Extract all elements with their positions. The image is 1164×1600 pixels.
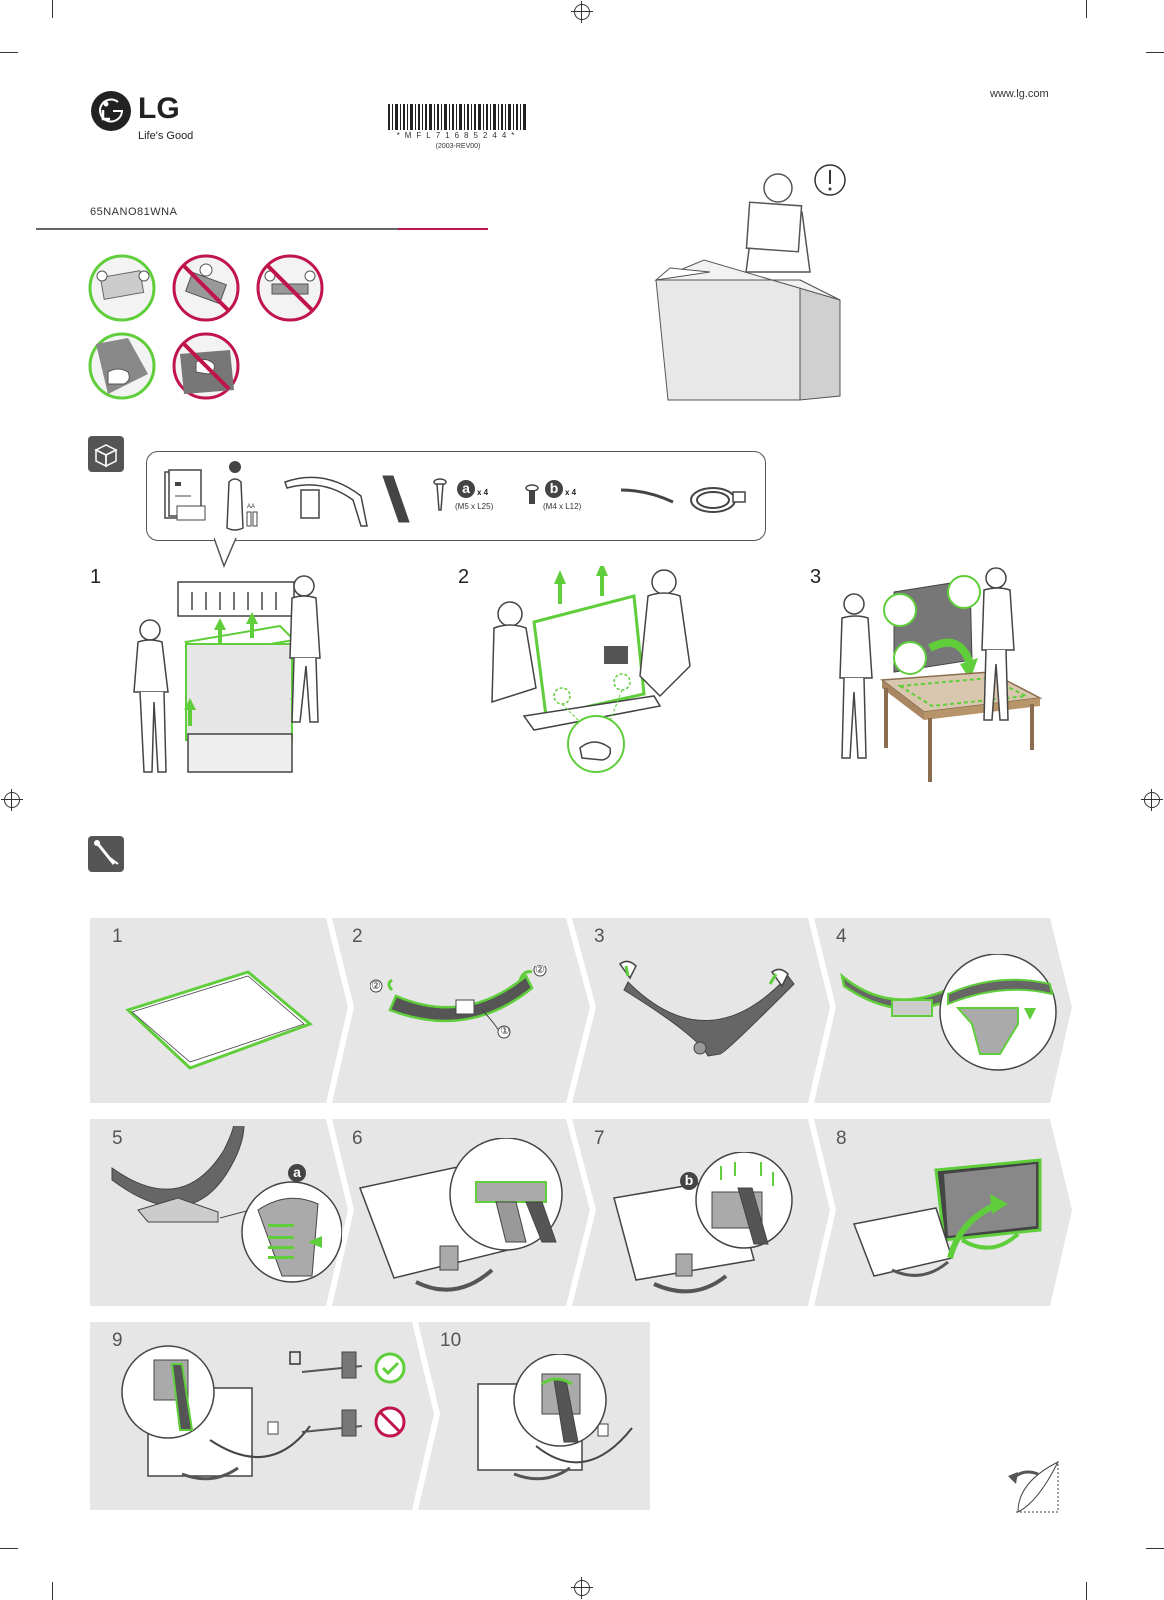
crop-mark [1146,1548,1164,1549]
model-number: 65NANO81WNA [90,206,178,218]
assembly-step-8-number: 8 [836,1128,847,1149]
assembly-step-1-number: 1 [112,926,123,947]
crop-mark [0,52,18,53]
registration-mark [571,1,593,23]
step-2-marker-1: ① [500,1025,510,1037]
unpack-step-3-number: 3 [810,566,822,588]
battery-label: AA [247,504,256,510]
barcode: *MFL71685244* (2003-REV00) [388,104,528,152]
registration-mark [571,1577,593,1599]
logo-wordmark: LG [138,92,180,125]
screw-a-quantity: x 4 [477,488,489,497]
cable-tie-icon [620,488,674,504]
assembly-step-7-illustration [613,1152,793,1294]
barcode-number: *MFL71685244* [396,131,520,140]
crop-mark [0,1548,18,1549]
barcode-revision: (2003-REV00) [435,143,481,150]
assembly-step-4-illustration [840,954,1057,1071]
step-2-marker-2-left: ② [371,980,381,992]
stand-neck-icon [382,475,410,523]
stand-base-icon [284,476,368,527]
unpack-step-1-number: 1 [90,566,102,588]
screw-a-icon [433,478,447,511]
step-5-screw-a-badge: a [288,1164,306,1182]
screw-b-badge: b [545,480,563,498]
crop-mark [1086,0,1087,18]
assembly-step-4-number: 4 [836,926,847,947]
assembly-tools-icon [88,836,124,872]
assembly-step-10-number: 10 [440,1330,462,1351]
ok-hold-frame-icon [88,332,156,400]
lg-logo: LG Life's Good [90,90,230,146]
assembly-step-1-illustration [125,970,313,1070]
assembly-step-6-illustration [358,1138,563,1292]
unpack-step-2-number: 2 [458,566,470,588]
assembly-step-2-number: 2 [352,926,363,947]
unpack-step-3-illustration [839,567,1043,782]
screw-b-quantity: x 4 [565,488,577,497]
website-url: www.lg.com [990,88,1049,100]
crop-mark [1146,52,1164,53]
logo-slogan: Life's Good [138,130,194,142]
screw-b-size: (M4 x L12) [543,502,582,511]
assembly-step-8-illustration [852,1158,1042,1277]
power-cord-icon [690,487,746,513]
assembly-step-6-number: 6 [352,1128,363,1149]
registration-mark [1,789,23,811]
remote-control-icon [226,461,258,531]
unpack-step-1-illustration [133,575,321,773]
assembly-step-9-illustration [121,1345,406,1481]
no-touch-screen-icon [172,332,240,400]
screw-b-icon [525,484,539,504]
unboxing-warning-illustration [654,164,846,401]
callout-pointer [214,538,237,568]
crop-mark [52,1582,53,1600]
assembly-step-7-number: 7 [594,1128,605,1149]
header-rule [36,228,398,230]
assembly-step-2-illustration [370,966,547,1039]
unpack-step-2-illustration [491,566,691,773]
assembly-step-5-number: 5 [112,1128,123,1149]
assembly-step-9-number: 9 [112,1330,123,1351]
step-7-screw-b-badge: b [680,1172,698,1190]
screw-a-size: (M5 x L25) [455,502,494,511]
package-contents-icon [88,436,124,472]
turn-page-icon [1008,1460,1060,1513]
ok-two-person-carry-icon [88,254,156,322]
crop-mark [1086,1582,1087,1600]
no-single-person-carry-icon [172,254,240,322]
assembly-step-10-illustration [477,1354,633,1481]
step-2-marker-2-right: ② [535,964,545,976]
header-rule-accent [398,228,488,230]
manual-icon [164,469,206,521]
assembly-step-3-illustration [618,960,795,1057]
screw-a-badge: a [457,480,475,498]
no-flat-carry-icon [256,254,324,322]
handling-guidelines [88,254,324,400]
crop-mark [52,0,53,18]
assembly-step-3-number: 3 [594,926,605,947]
assembly-step-5-illustration [111,1126,342,1283]
accessories-callout: AA a x 4 (M5 x L25) b x 4 (M4 x L12) [146,451,766,541]
registration-mark [1141,789,1163,811]
